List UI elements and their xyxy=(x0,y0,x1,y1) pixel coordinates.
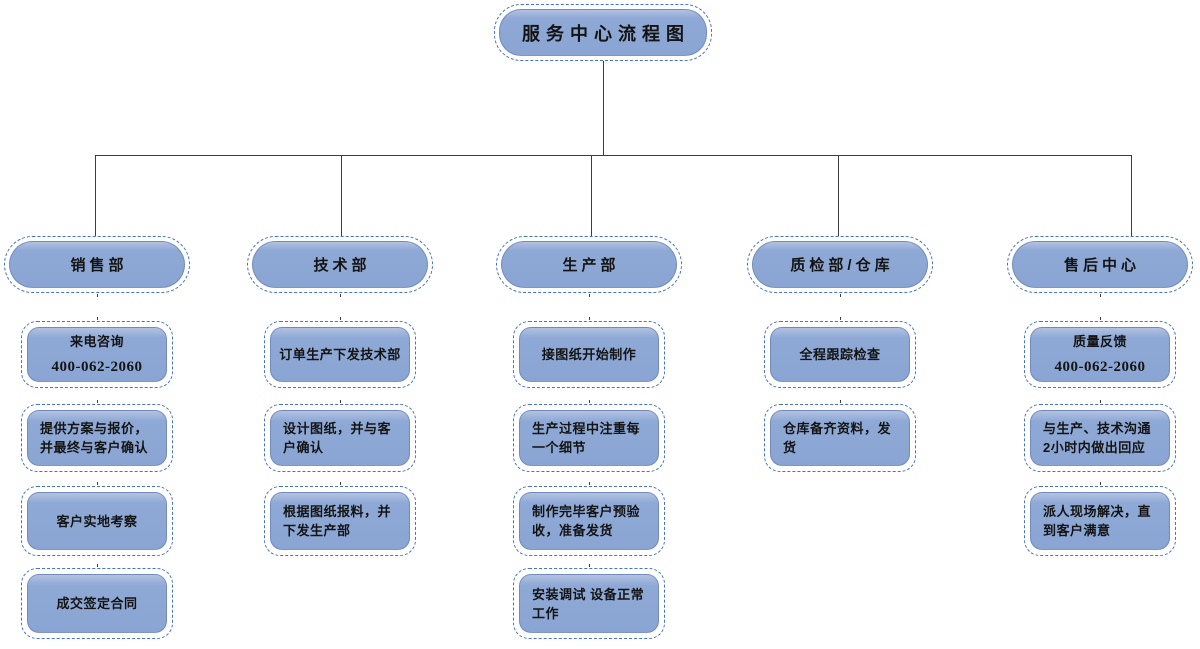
connector-tick xyxy=(97,482,98,485)
dept-node-box: 销售部 xyxy=(9,241,185,288)
process-node-line: 与生产、技术沟通2小时内做出回应 xyxy=(1043,421,1152,455)
dept-node-label: 质检部/仓库 xyxy=(790,257,894,274)
process-node-box: 订单生产下发技术部 xyxy=(270,327,410,382)
dept-node-2: 技术部 xyxy=(247,236,433,293)
connector-tick xyxy=(340,317,341,320)
process-node-box: 客户实地考察 xyxy=(27,492,167,550)
process-node: 来电咨询 400-062-2060 xyxy=(21,321,173,388)
connector-drop-3 xyxy=(591,155,592,236)
connector-drop-2 xyxy=(341,155,342,236)
connector-tick xyxy=(1100,317,1101,320)
connector-tick xyxy=(1100,294,1101,297)
process-node: 订单生产下发技术部 xyxy=(264,321,416,388)
connector-hbar xyxy=(95,155,1132,156)
connector-tick xyxy=(589,564,590,567)
process-node: 接图纸开始制作 xyxy=(513,321,665,388)
process-node-line: 提供方案与报价，并最终与客户确认 xyxy=(40,421,149,455)
connector-tick xyxy=(97,317,98,320)
connector-drop-4 xyxy=(838,155,839,236)
connector-tick xyxy=(1100,482,1101,485)
root-node-label: 服务中心流程图 xyxy=(522,23,690,44)
process-node-line: 安装调试 设备正常工作 xyxy=(532,586,645,621)
dept-node-3: 生产部 xyxy=(496,236,682,293)
connector-tick xyxy=(840,294,841,297)
process-node-box: 设计图纸，并与客户确认 xyxy=(270,410,410,466)
connector-tick xyxy=(840,400,841,403)
process-node-line: 根据图纸报料，并下发生产部 xyxy=(283,504,392,538)
process-node-line: 400-062-2060 xyxy=(51,359,143,375)
connector-tick xyxy=(97,400,98,403)
process-node-line: 成交签定合同 xyxy=(56,596,138,611)
process-node-line: 400-062-2060 xyxy=(1054,359,1146,375)
process-node-box: 提供方案与报价，并最终与客户确认 xyxy=(27,410,167,466)
connector-trunk xyxy=(603,61,604,155)
process-node-box: 根据图纸报料，并下发生产部 xyxy=(270,492,410,550)
process-node: 客户实地考察 xyxy=(21,486,173,556)
dept-node-1: 销售部 xyxy=(4,236,190,293)
dept-node-box: 技术部 xyxy=(252,241,428,288)
connector-tick xyxy=(589,400,590,403)
process-node-box: 全程跟踪检查 xyxy=(770,327,910,382)
root-node: 服务中心流程图 xyxy=(494,4,712,61)
process-node-box: 接图纸开始制作 xyxy=(519,327,659,382)
process-node-line: 订单生产下发技术部 xyxy=(279,347,401,362)
process-node-line: 客户实地考察 xyxy=(56,513,138,529)
process-node: 成交签定合同 xyxy=(21,568,173,639)
connector-tick xyxy=(1100,400,1101,403)
dept-node-label: 技术部 xyxy=(313,257,371,274)
process-node-line: 设计图纸，并与客户确认 xyxy=(283,421,392,455)
process-node: 提供方案与报价，并最终与客户确认 xyxy=(21,404,173,472)
process-node: 仓库备齐资料，发货 xyxy=(764,404,916,472)
dept-node-box: 售后中心 xyxy=(1012,241,1188,288)
process-node: 派人现场解决，直到客户满意 xyxy=(1024,486,1176,556)
connector-tick xyxy=(340,482,341,485)
process-node-line: 接图纸开始制作 xyxy=(541,347,637,362)
dept-node-box: 质检部/仓库 xyxy=(752,241,928,288)
connector-tick xyxy=(340,400,341,403)
process-node-line: 派人现场解决，直到客户满意 xyxy=(1043,504,1152,538)
connector-tick xyxy=(589,317,590,320)
process-node-box: 成交签定合同 xyxy=(27,574,167,633)
process-node-box: 制作完毕客户预验收，准备发货 xyxy=(519,492,659,550)
dept-node-label: 售后中心 xyxy=(1063,257,1140,274)
connector-tick xyxy=(340,294,341,297)
process-node-box: 派人现场解决，直到客户满意 xyxy=(1030,492,1170,550)
connector-tick xyxy=(589,482,590,485)
process-node-line: 来电咨询 xyxy=(69,334,124,349)
connector-tick xyxy=(97,564,98,567)
process-node-line: 质量反馈 xyxy=(1072,334,1127,349)
process-node-box: 安装调试 设备正常工作 xyxy=(519,574,659,633)
connector-tick xyxy=(97,294,98,297)
process-node-line: 生产过程中注重每一个细节 xyxy=(532,421,641,455)
connector-tick xyxy=(589,294,590,297)
process-node-box: 来电咨询 400-062-2060 xyxy=(27,327,167,382)
process-node-line: 全程跟踪检查 xyxy=(799,347,881,362)
process-node-box: 与生产、技术沟通2小时内做出回应 xyxy=(1030,410,1170,466)
process-node: 安装调试 设备正常工作 xyxy=(513,568,665,639)
connector-drop-1 xyxy=(95,155,96,236)
process-node: 生产过程中注重每一个细节 xyxy=(513,404,665,472)
dept-node-box: 生产部 xyxy=(501,241,677,288)
connector-drop-5 xyxy=(1131,155,1132,236)
dept-node-label: 生产部 xyxy=(562,257,620,274)
dept-node-label: 销售部 xyxy=(70,257,128,274)
process-node: 全程跟踪检查 xyxy=(764,321,916,388)
process-node: 设计图纸，并与客户确认 xyxy=(264,404,416,472)
process-node-box: 生产过程中注重每一个细节 xyxy=(519,410,659,466)
dept-node-5: 售后中心 xyxy=(1007,236,1193,293)
process-node: 根据图纸报料，并下发生产部 xyxy=(264,486,416,556)
process-node-box: 质量反馈 400-062-2060 xyxy=(1030,327,1170,382)
process-node: 质量反馈 400-062-2060 xyxy=(1024,321,1176,388)
connector-tick xyxy=(840,317,841,320)
process-node: 制作完毕客户预验收，准备发货 xyxy=(513,486,665,556)
process-node-line: 制作完毕客户预验收，准备发货 xyxy=(532,504,641,538)
root-node-box: 服务中心流程图 xyxy=(499,9,707,56)
dept-node-4: 质检部/仓库 xyxy=(747,236,933,293)
process-node-box: 仓库备齐资料，发货 xyxy=(770,410,910,466)
process-node-line: 仓库备齐资料，发货 xyxy=(783,421,892,455)
process-node: 与生产、技术沟通2小时内做出回应 xyxy=(1024,404,1176,472)
